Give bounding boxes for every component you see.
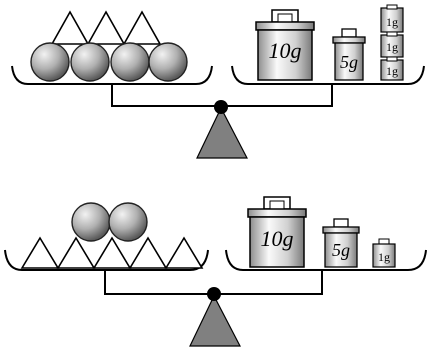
triangle [86, 10, 126, 45]
weight-label: 10g [269, 38, 302, 63]
scale-top: 10g 5g 1g 1g 1g [11, 4, 425, 159]
weight-1g: 1g [380, 56, 404, 81]
weight-label: 10g [261, 226, 294, 251]
weight-label: 5g [340, 52, 358, 72]
weight-10g: 10g [255, 9, 315, 81]
triangle [20, 236, 60, 269]
weight-1g: 1g [380, 31, 404, 58]
ball [108, 202, 148, 242]
right-pan [225, 249, 427, 271]
triangle [164, 236, 204, 269]
weight-1g: 1g [380, 4, 404, 33]
weight-1g: 1g [372, 238, 396, 268]
ball [148, 42, 188, 82]
triangle [92, 236, 132, 269]
triangle-group [0, 236, 204, 269]
weight-label: 1g [386, 40, 398, 54]
right-pan [231, 65, 425, 85]
ball-group [30, 42, 188, 82]
weight-label: 5g [332, 240, 350, 260]
ball [110, 42, 150, 82]
weight-stack-1g: 1g 1g 1g [380, 4, 404, 81]
triangle [56, 236, 96, 269]
weight-label: 1g [378, 250, 390, 264]
pivot [214, 100, 228, 114]
scale-bottom: 10g 5g 1g [0, 196, 427, 347]
fulcrum [196, 106, 248, 159]
triangle [122, 10, 162, 45]
weight-label: 1g [386, 15, 398, 29]
ball-group [71, 202, 148, 242]
ball [70, 42, 110, 82]
fulcrum [189, 294, 241, 347]
triangle [128, 236, 168, 269]
ball [71, 202, 111, 242]
weight-5g: 5g [332, 28, 366, 81]
triangle [50, 10, 90, 45]
ball [30, 42, 70, 82]
pivot [207, 287, 221, 301]
weight-10g: 10g [247, 196, 307, 268]
weight-label: 1g [386, 64, 398, 78]
weight-5g: 5g [322, 218, 360, 268]
triangle [0, 261, 8, 268]
triangle-group [50, 10, 162, 45]
